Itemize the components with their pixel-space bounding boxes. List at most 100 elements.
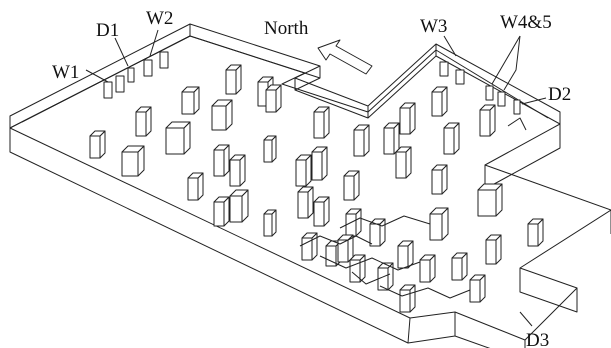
obstacle-top-face — [295, 154, 312, 161]
obstacle-top-face — [337, 234, 354, 241]
label-w45: W4&5 — [500, 12, 552, 33]
partition-wall — [319, 255, 421, 271]
window-w5 — [497, 91, 506, 107]
obstacle-top-face — [527, 218, 544, 225]
obstacle-box — [121, 145, 145, 177]
obstacle-top-face — [211, 99, 233, 107]
obstacle-top-face — [399, 102, 416, 109]
obstacle-front-face — [295, 159, 307, 187]
obstacle-box — [429, 207, 449, 241]
leader-lines — [85, 29, 547, 327]
obstacle-top-face — [345, 208, 362, 215]
obstacle-front-face — [431, 91, 443, 117]
obstacle-box — [399, 284, 416, 313]
obstacle-box — [419, 254, 436, 283]
obstacle-front-face — [397, 245, 409, 269]
obstacle-front-face — [211, 105, 227, 131]
obstacles-group — [89, 64, 544, 313]
obstacle-front-face — [527, 223, 539, 247]
obstacle-top-face — [429, 207, 449, 215]
obstacle-top-face — [229, 189, 249, 197]
obstacle-front-face — [229, 159, 241, 187]
obstacle-box — [399, 102, 416, 135]
obstacle-box — [225, 64, 242, 95]
obstacle-box — [311, 146, 328, 181]
label-d3: D3 — [526, 330, 549, 348]
obstacle-top-face — [181, 86, 200, 93]
obstacle-box — [369, 218, 386, 247]
obstacle-box — [527, 218, 544, 247]
obstacle-top-face — [229, 154, 246, 161]
obstacle-front-face — [263, 213, 273, 237]
label-w2: W2 — [146, 8, 173, 29]
obstacle-top-face — [265, 84, 282, 91]
obstacle-box — [301, 232, 318, 261]
obstacle-box — [295, 154, 312, 187]
obstacle-front-face — [469, 279, 481, 303]
window-w2b — [159, 51, 169, 69]
obstacle-front-face — [229, 195, 243, 223]
obstacle-top-face — [469, 274, 486, 281]
obstacle-box — [213, 144, 230, 177]
obstacle-top-face — [313, 196, 330, 203]
obstacle-top-face — [213, 144, 230, 151]
obstacle-front-face — [343, 175, 355, 201]
obstacle-top-face — [89, 130, 106, 137]
obstacle-box — [265, 84, 282, 113]
obstacle-front-face — [399, 107, 411, 135]
obstacle-front-face — [353, 129, 365, 157]
obstacle-top-face — [343, 170, 360, 177]
obstacle-box — [229, 154, 246, 187]
label-w1: W1 — [52, 62, 79, 83]
obstacle-box — [451, 252, 468, 281]
obstacle-front-face — [181, 91, 195, 115]
obstacle-box — [181, 86, 200, 115]
obstacle-front-face — [213, 149, 225, 177]
north-arrow — [317, 39, 373, 75]
obstacle-front-face — [477, 189, 497, 217]
obstacle-box — [485, 234, 502, 265]
window-w2 — [143, 59, 153, 77]
obstacle-front-face — [121, 151, 139, 177]
obstacle-front-face — [213, 201, 225, 227]
obstacle-front-face — [345, 213, 357, 237]
partition-wall — [379, 285, 471, 299]
obstacle-box — [477, 183, 503, 217]
obstacle-box — [353, 124, 370, 157]
obstacle-box — [263, 135, 277, 163]
obstacle-front-face — [313, 111, 325, 139]
obstacle-front-face — [89, 135, 101, 159]
obstacle-box — [343, 170, 360, 201]
floor-slab-edges — [9, 124, 611, 348]
obstacle-top-face — [451, 252, 468, 259]
obstacle-front-face — [225, 69, 237, 95]
obstacle-front-face — [263, 139, 273, 163]
partition-wall — [299, 235, 373, 247]
obstacle-front-face — [395, 151, 407, 179]
obstacle-box — [213, 196, 230, 227]
obstacle-box — [345, 208, 362, 237]
obstacle-top-face — [213, 196, 230, 203]
obstacle-box — [443, 122, 460, 155]
obstacle-front-face — [485, 239, 497, 265]
obstacle-front-face — [431, 169, 443, 195]
obstacle-top-face — [187, 172, 204, 179]
obstacle-top-face — [377, 262, 394, 269]
obstacle-front-face — [451, 257, 463, 281]
window-w3b — [455, 69, 465, 85]
obstacle-box — [187, 172, 204, 201]
obstacle-box — [383, 122, 400, 155]
obstacle-box — [469, 274, 486, 303]
obstacle-top-face — [479, 104, 496, 111]
window-w4 — [485, 85, 494, 101]
obstacle-front-face — [313, 201, 325, 227]
obstacle-box — [431, 164, 448, 195]
obstacle-box — [135, 106, 152, 137]
obstacle-top-face — [431, 86, 448, 93]
obstacle-top-face — [297, 186, 314, 193]
obstacle-top-face — [395, 146, 412, 153]
obstacle-front-face — [265, 89, 277, 113]
obstacle-front-face — [165, 127, 185, 155]
obstacle-top-face — [313, 106, 330, 113]
